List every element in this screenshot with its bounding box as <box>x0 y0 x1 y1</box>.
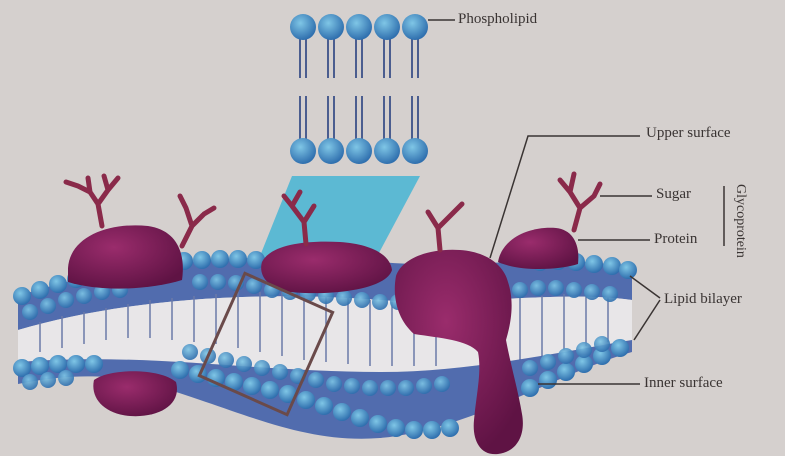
label-lipid-bilayer: Lipid bilayer <box>664 292 742 307</box>
label-sugar: Sugar <box>656 187 691 202</box>
label-glycoprotein: Glycoprotein <box>732 184 748 258</box>
label-upper-surface: Upper surface <box>646 126 731 141</box>
label-inner-surface: Inner surface <box>644 376 723 391</box>
label-protein: Protein <box>654 232 697 247</box>
label-phospholipid: Phospholipid <box>458 12 537 27</box>
